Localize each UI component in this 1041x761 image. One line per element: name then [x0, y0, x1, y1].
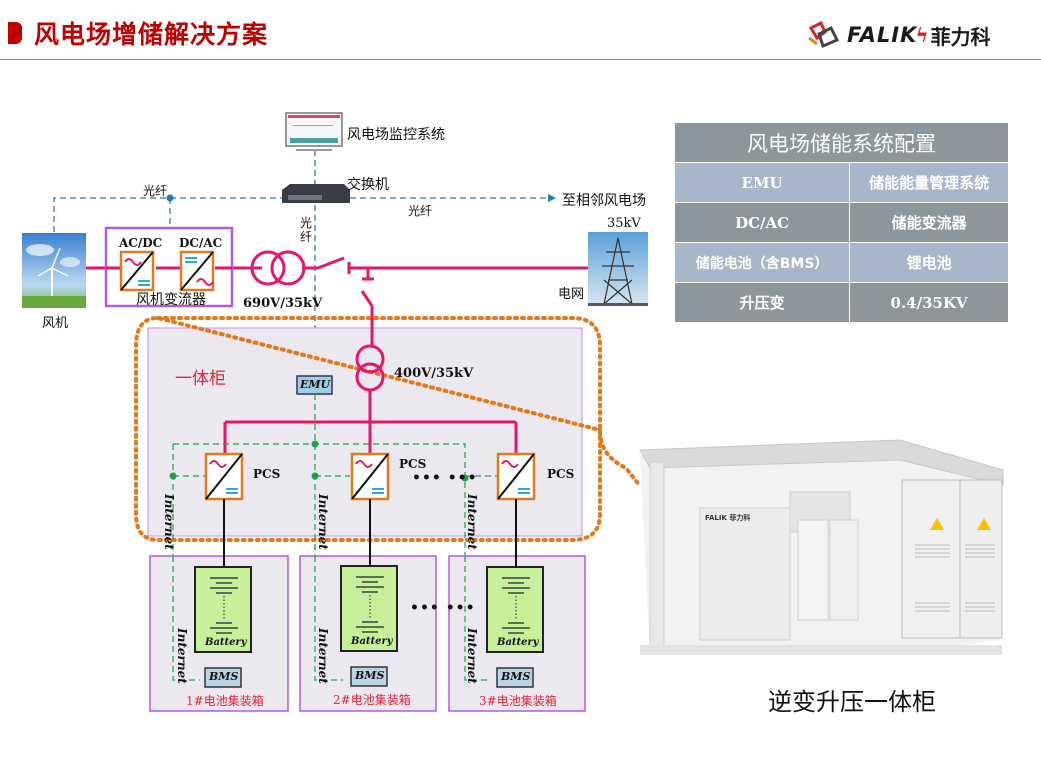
internet-label-3: Internet — [465, 494, 479, 550]
fiber-label-left: 光纤 — [143, 184, 168, 198]
pcs-label-1: PCS — [253, 467, 281, 481]
network-switch-icon — [282, 184, 350, 203]
container-label-3: 3#电池集装箱 — [479, 694, 557, 708]
title-marker-icon — [8, 22, 22, 44]
wind-turbine-image — [22, 233, 86, 308]
internet-label-5: Internet — [316, 628, 330, 684]
internet-label-1: Internet — [162, 494, 176, 550]
battery-ellipsis: ••• ••• — [410, 600, 476, 616]
table-cell-value: 锂电池 — [849, 242, 1009, 283]
converter-label: 风机变流器 — [136, 292, 206, 308]
battery-label-2: Battery — [351, 636, 393, 647]
table-cell-key: DC/AC — [673, 202, 851, 243]
acdc-converter-icon — [119, 250, 155, 292]
photo-brand-label: FALIK 菲力科 — [705, 514, 751, 522]
pcs-unit-3-icon — [496, 452, 536, 501]
cabinet-dotted-outline — [134, 315, 642, 542]
grid-voltage-label: 35kV — [607, 216, 641, 231]
bms-label-3: BMS — [501, 670, 531, 683]
table-cell-key: 升压变 — [673, 282, 851, 323]
table-row: 升压变 0.4/35KV — [673, 282, 1009, 323]
config-table: 风电场储能系统配置 EMU 储能能量管理系统 DC/AC 储能变流器 储能电池（… — [673, 122, 1009, 323]
inverter-cabinet-photo — [639, 439, 1004, 655]
bms-box-1 — [204, 667, 242, 688]
battery-2-icon — [340, 565, 398, 652]
fiber-junction-dot — [166, 194, 174, 202]
bms-label-1: BMS — [209, 670, 239, 683]
grid-tower-image — [588, 232, 648, 306]
table-row: 储能电池（含BMS） 锂电池 — [673, 242, 1009, 283]
page-title: 风电场增储解决方案 — [34, 20, 269, 49]
pcs-label-2: PCS — [399, 457, 427, 471]
logo-mark-icon — [808, 20, 840, 49]
pcs-unit-1-icon — [204, 452, 244, 501]
storage-transformer-icon — [223, 318, 518, 455]
bms-label-2: BMS — [355, 669, 385, 682]
table-cell-value: 储能变流器 — [849, 202, 1009, 243]
battery-1-icon — [194, 566, 252, 653]
internet-label-2: Internet — [316, 494, 330, 550]
bms-box-2 — [350, 666, 388, 687]
neighbor-farm-label: 至相邻风电场 — [562, 193, 646, 209]
page-title-bar: 风电场增储解决方案 — [8, 17, 268, 49]
switch-label: 交换机 — [347, 177, 389, 193]
arrow-right-icon — [548, 194, 556, 202]
table-row: DC/AC 储能变流器 — [673, 202, 1009, 243]
header-divider — [0, 59, 1041, 60]
dcac-converter-icon — [179, 250, 215, 292]
config-table-title: 风电场储能系统配置 — [674, 122, 1009, 163]
table-cell-key: 储能电池（含BMS） — [673, 242, 851, 283]
acdc-label: AC/DC — [119, 236, 163, 250]
bms-box-3 — [496, 667, 534, 688]
fiber-line-left — [53, 197, 282, 232]
cabinet-label: 一体柜 — [175, 369, 226, 389]
monitor-icon — [285, 112, 343, 151]
logo-bolt-icon: ϟ — [915, 23, 929, 47]
internet-label-4: Internet — [175, 628, 189, 684]
pcs-unit-2-icon — [350, 452, 390, 501]
logo-chinese: 菲力科 — [930, 24, 991, 49]
grid-label: 电网 — [558, 287, 585, 302]
battery-label-1: Battery — [205, 637, 247, 648]
storage-transformer-label: 400V/35kV — [394, 366, 474, 381]
internet-label-6: Internet — [465, 628, 479, 684]
photo-caption: 逆变升压一体柜 — [768, 688, 936, 716]
main-transformer-icon — [250, 250, 306, 286]
battery-label-3: Battery — [497, 637, 539, 648]
fiber-label-middle: 光纤 — [408, 204, 433, 218]
table-cell-value: 0.4/35KV — [849, 282, 1009, 323]
container-label-1: 1#电池集装箱 — [186, 694, 264, 708]
emu-label: EMU — [300, 378, 331, 391]
pcs-ellipsis: ••• ••• — [412, 470, 478, 486]
table-cell-value: 储能能量管理系统 — [849, 162, 1009, 203]
main-transformer-label: 690V/35kV — [243, 296, 323, 311]
dcac-label: DC/AC — [179, 236, 223, 250]
company-logo: FALIK ϟ 菲力科 — [805, 18, 991, 52]
pcs-label-3: PCS — [547, 467, 575, 481]
container-label-2: 2#电池集装箱 — [333, 693, 411, 707]
logo-latin: FALIK — [847, 23, 918, 47]
battery-3-icon — [486, 566, 544, 653]
wind-turbine-label: 风机 — [42, 316, 69, 331]
cabinet-area — [147, 327, 583, 537]
fiber-label-vertical: 光 纤 — [300, 216, 313, 244]
monitor-label: 风电场监控系统 — [347, 127, 445, 143]
